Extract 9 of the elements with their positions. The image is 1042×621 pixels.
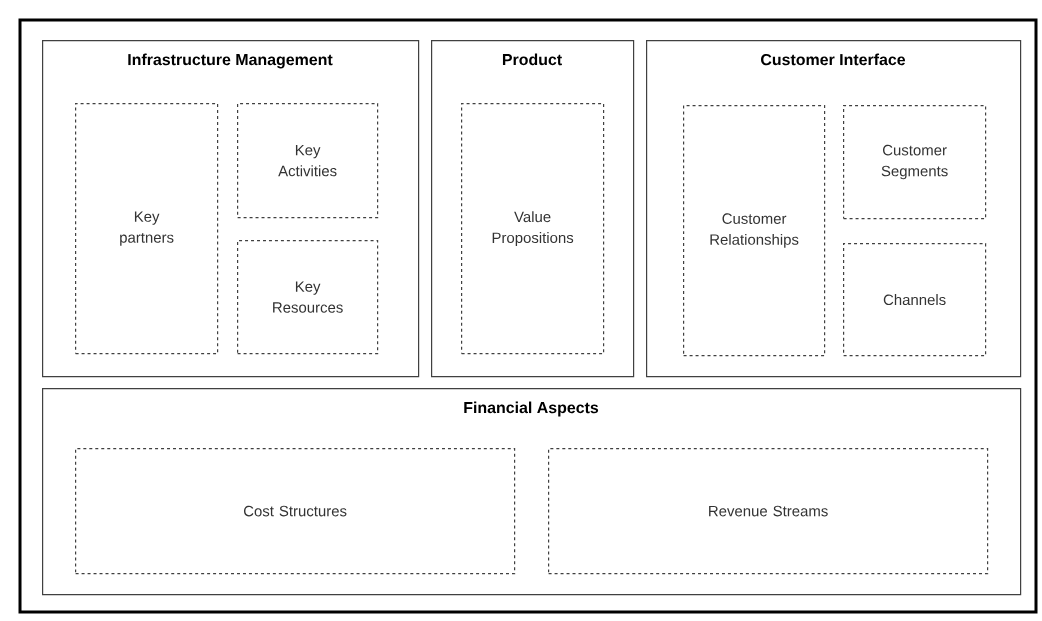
dashed-box: Key Activities — [237, 103, 379, 219]
dashed-box: Revenue Streams — [548, 448, 989, 575]
dashed-box: Channels — [843, 243, 987, 357]
dashed-box: Cost Structures — [75, 448, 516, 575]
dashed-box: Value Propositions — [461, 103, 605, 355]
dashed-box: Customer Relationships — [683, 105, 826, 357]
dashed-box: Key Resources — [237, 240, 379, 355]
dashed-box: Key partners — [75, 103, 219, 355]
dashed-box: Customer Segments — [843, 105, 987, 220]
